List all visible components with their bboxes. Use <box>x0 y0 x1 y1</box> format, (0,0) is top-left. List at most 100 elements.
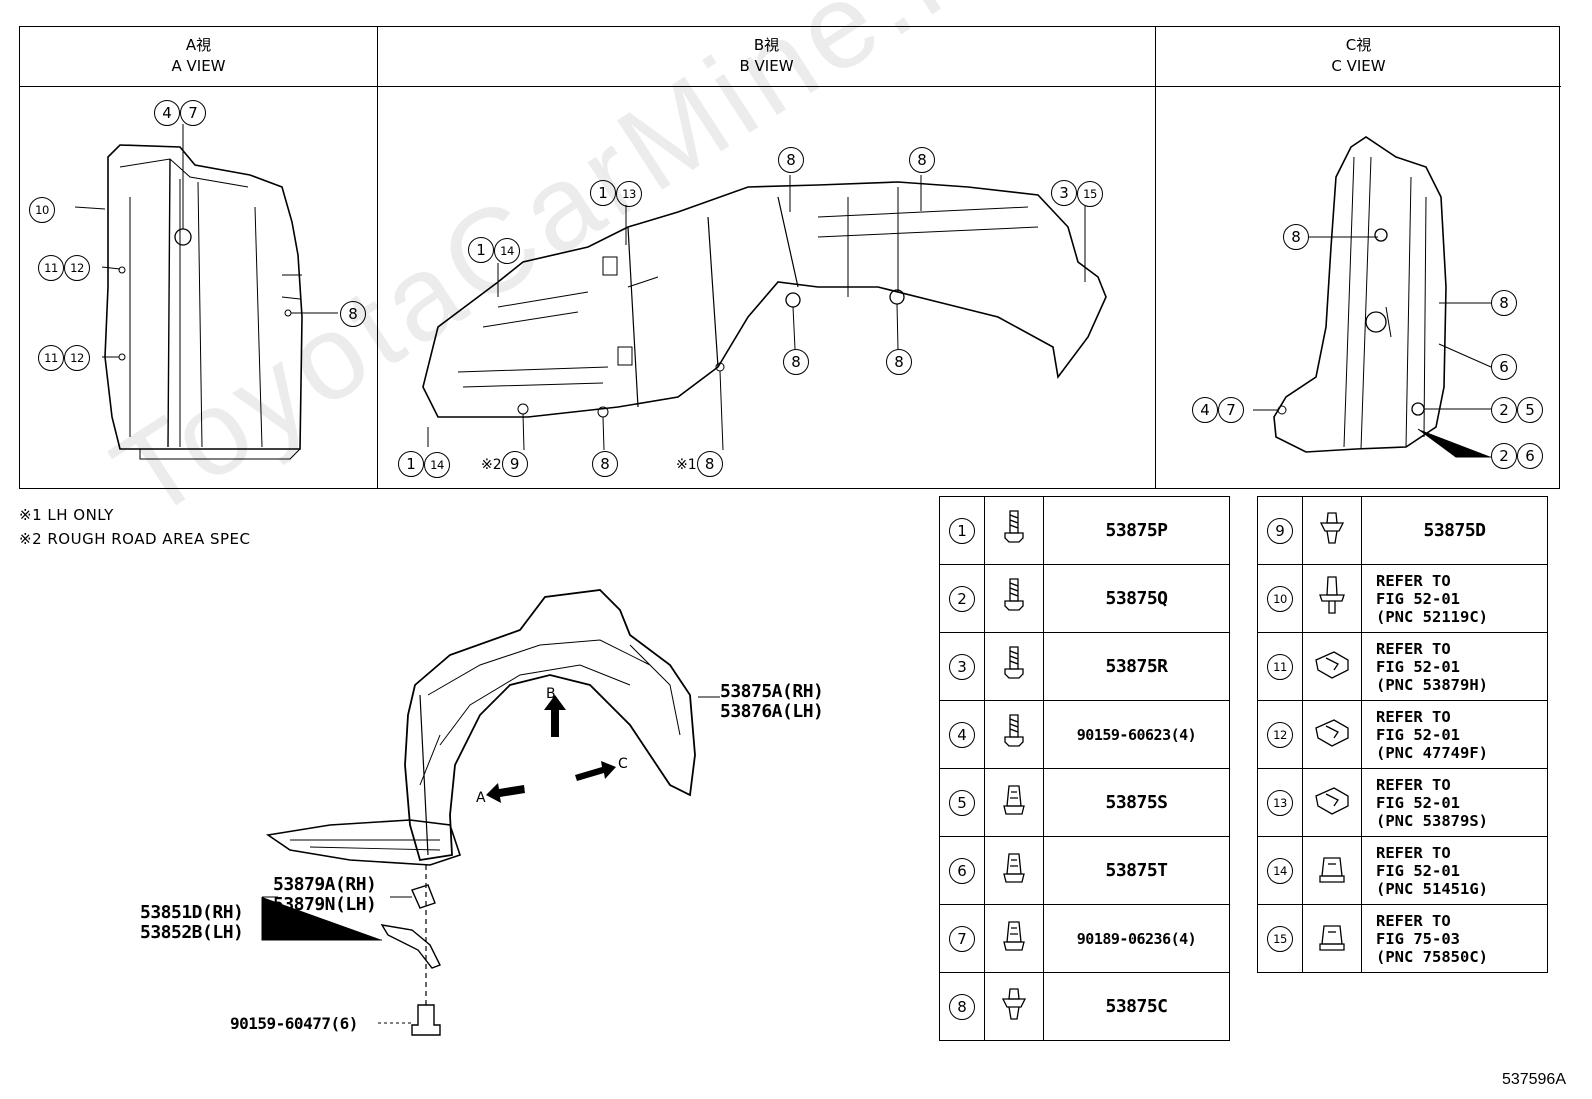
nut-icon <box>984 836 1044 905</box>
callout-13: 13 <box>1267 789 1293 816</box>
part-code: 53875Q <box>1043 564 1230 633</box>
part-code: 90159-60623(4) <box>1043 700 1230 769</box>
part-code: 53875T <box>1043 836 1230 905</box>
part-number-cell: 13 <box>1257 768 1303 837</box>
part-number-cell: 14 <box>1257 836 1303 905</box>
part-number-cell: 9 <box>1257 496 1303 565</box>
label-brace-rh: 53851D(RH) <box>140 902 244 923</box>
part-code: 90189-06236(4) <box>1043 904 1230 973</box>
part-number-cell: 15 <box>1257 904 1303 973</box>
callout-a-8: 8 <box>340 301 366 327</box>
bracket-clip-icon <box>1302 768 1362 837</box>
callout-6: 6 <box>949 857 975 884</box>
callout-c-6: 6 <box>1491 354 1517 380</box>
nut-clip-icon <box>1302 836 1362 905</box>
screw-icon <box>984 564 1044 633</box>
part-number-cell: 11 <box>1257 632 1303 701</box>
push-clip-icon <box>1302 564 1362 633</box>
label-liner-rh: 53875A(RH) <box>720 681 824 702</box>
callout-b-8-mid-right: 8 <box>886 349 912 375</box>
label-arrow-a: A <box>476 790 486 806</box>
part-number-cell: 1 <box>939 496 985 565</box>
nut-icon <box>984 768 1044 837</box>
part-number-cell: 12 <box>1257 700 1303 769</box>
parts-row: 1 53875P <box>939 496 1230 565</box>
view-c-title-jp: C視 <box>1345 36 1372 54</box>
figure-id: 537596A <box>1501 1071 1566 1088</box>
callout-5: 5 <box>949 789 975 816</box>
part-code: 53875P <box>1043 496 1230 565</box>
part-number-cell: 8 <box>939 972 985 1041</box>
note-lh-only: ※1 LH ONLY <box>19 506 114 524</box>
part-number-cell: 10 <box>1257 564 1303 633</box>
view-b-title-jp: B視 <box>753 36 780 54</box>
callout-10: 10 <box>29 197 55 223</box>
view-a-title-jp: A視 <box>185 36 212 54</box>
callout-12: 12 <box>1267 721 1293 748</box>
main-exploded-drawing <box>261 589 720 1036</box>
screw-icon <box>984 632 1044 701</box>
callout-b-8-mid-left: 8 <box>783 349 809 375</box>
part-code: 53875R <box>1043 632 1230 701</box>
view-a-title-en: A VIEW <box>171 57 226 75</box>
parts-row: 3 53875R <box>939 632 1230 701</box>
parts-row: 7 90189-06236(4) <box>939 904 1230 973</box>
callout-4: 4 <box>949 721 975 748</box>
note-rough-road: ※2 ROUGH ROAD AREA SPEC <box>19 530 251 548</box>
label-liner-lh: 53876A(LH) <box>720 701 824 722</box>
arrow-b-icon <box>544 695 566 737</box>
part-code: 53875S <box>1043 768 1230 837</box>
label-seal-rh: 53879A(RH) <box>273 874 377 895</box>
part-code: 53875C <box>1043 972 1230 1041</box>
callout-a-10: 10 <box>29 197 55 223</box>
callout-9: 9 <box>1267 517 1293 544</box>
view-b-panel: B視 B VIEW <box>378 27 1156 488</box>
label-bolt: 90159-60477(6) <box>230 1014 358 1033</box>
bracket-clip-icon <box>1302 632 1362 701</box>
callout-3: 3 <box>949 653 975 680</box>
callout-2: 2 <box>949 585 975 612</box>
callout-b-8-top-left: 8 <box>778 147 804 173</box>
label-seal-lh: 53879N(LH) <box>273 894 377 915</box>
parts-row: 5 53875S <box>939 768 1230 837</box>
view-a-header: A視 A VIEW <box>20 27 377 87</box>
view-b-header: B視 B VIEW <box>378 27 1155 87</box>
callout-7: 7 <box>949 925 975 952</box>
bracket-clip-icon <box>1302 700 1362 769</box>
arrow-a-icon <box>486 783 525 803</box>
view-c-header: C視 C VIEW <box>1156 27 1561 87</box>
callout-11: 11 <box>1267 653 1293 680</box>
callout-10: 10 <box>1267 585 1293 612</box>
part-number-cell: 4 <box>939 700 985 769</box>
screw-icon <box>984 700 1044 769</box>
callout-c-8-left: 8 <box>1283 224 1309 250</box>
part-number-cell: 7 <box>939 904 985 973</box>
parts-row: 2 53875Q <box>939 564 1230 633</box>
parts-row: 8 53875C <box>939 972 1230 1041</box>
